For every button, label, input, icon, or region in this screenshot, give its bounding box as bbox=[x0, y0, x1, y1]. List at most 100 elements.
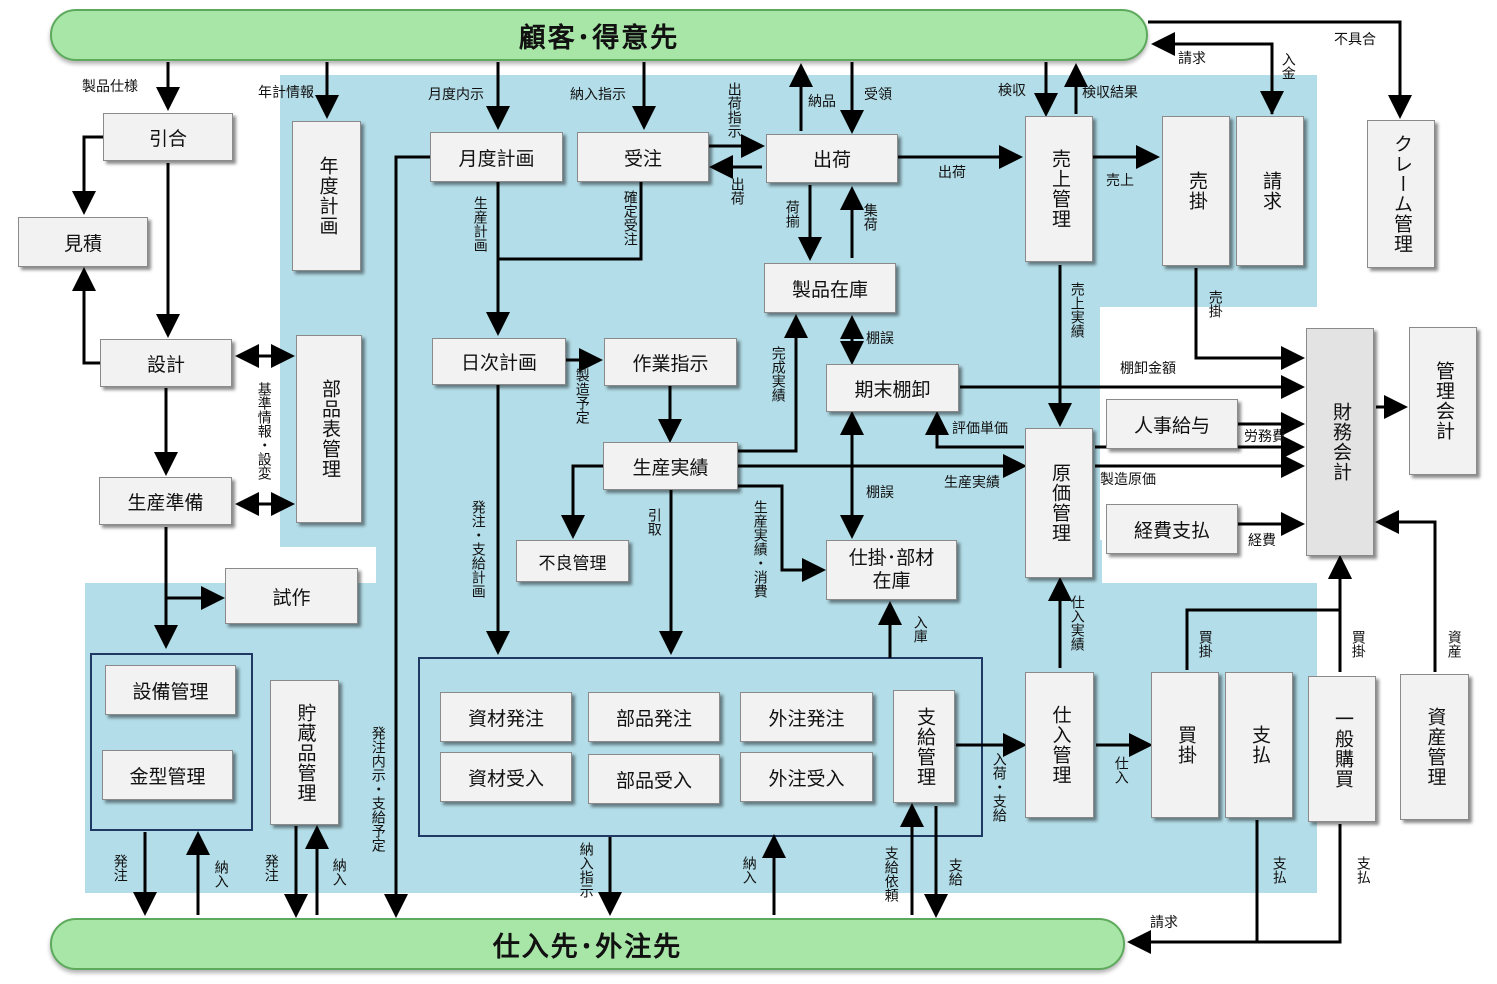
label-production-results: 生産実績 bbox=[944, 475, 1000, 491]
label-payment-in: 入金 bbox=[1279, 52, 1296, 80]
label-inspection-result: 検収結果 bbox=[1082, 85, 1138, 101]
arrow-design-to-estimate bbox=[72, 267, 100, 365]
accounts-receivable-node: 売掛 bbox=[1162, 116, 1230, 266]
parts-order-node: 部品発注 bbox=[588, 692, 720, 742]
bom-mgmt-node: 部品表管理 bbox=[296, 335, 362, 523]
label-assets: 資産 bbox=[1445, 630, 1462, 658]
arrow-defect bbox=[1148, 20, 1412, 119]
label-shipping-instruction: 出荷指示 bbox=[725, 82, 742, 138]
label-monthly-forecast: 月度内示 bbox=[428, 87, 484, 103]
cost-mgmt-node: 原価管理 bbox=[1025, 428, 1093, 578]
asset-mgmt-node: 資産管理 bbox=[1400, 674, 1469, 820]
label-product-spec: 製品仕様 bbox=[82, 79, 138, 95]
label-stock-diff-lower: 棚誤 bbox=[866, 485, 894, 501]
expense-payment-node: 経費支払 bbox=[1106, 504, 1238, 554]
label-results-consumption: 生産実績・消費 bbox=[751, 500, 768, 598]
label-production-schedule: 製造予定 bbox=[573, 368, 590, 424]
shipping-node: 出荷 bbox=[766, 134, 898, 183]
label-order-forecast-supply: 発注内示・支給予定 bbox=[369, 726, 386, 852]
label-delivery-instruction-top: 納入指示 bbox=[570, 87, 626, 103]
label-stock-diff-upper: 棚誤 bbox=[866, 331, 894, 347]
general-purchasing-node: 一般購買 bbox=[1308, 676, 1376, 822]
supplier-banner: 仕入先･外注先 bbox=[50, 918, 1125, 970]
label-withdrawal: 引取 bbox=[645, 508, 662, 536]
label-order-equipment: 発注 bbox=[111, 854, 128, 882]
label-supply: 支給 bbox=[946, 858, 963, 886]
label-labor-cost: 労務費 bbox=[1244, 429, 1286, 445]
label-delivery-equipment: 納入 bbox=[212, 860, 229, 888]
arrow-results-to-defect bbox=[561, 464, 603, 539]
arrow-confirmed-order bbox=[498, 182, 643, 261]
arrow-results-consumption bbox=[738, 484, 826, 582]
management-accounting-node: 管理会計 bbox=[1409, 327, 1477, 475]
label-supply-request: 支給依頼 bbox=[882, 846, 899, 902]
sales-mgmt-node: 売上管理 bbox=[1025, 116, 1093, 262]
label-sales-results: 売上実績 bbox=[1068, 282, 1085, 338]
annual-plan-node: 年度計画 bbox=[292, 121, 361, 271]
defect-mgmt-node: 不良管理 bbox=[516, 540, 629, 582]
design-node: 設計 bbox=[100, 339, 232, 387]
customer-banner: 顧客･得意先 bbox=[50, 9, 1148, 61]
label-delivery-stock: 納入 bbox=[330, 858, 347, 886]
accounts-payable-node: 買掛 bbox=[1151, 672, 1219, 818]
label-invoice-top: 請求 bbox=[1178, 51, 1206, 67]
product-inventory-node: 製品在庫 bbox=[764, 263, 896, 313]
purchase-mgmt-node: 仕入管理 bbox=[1025, 672, 1094, 818]
label-valuation-unit-price: 評価単価 bbox=[952, 421, 1008, 437]
label-payable-ap: 買掛 bbox=[1196, 630, 1213, 658]
wip-parts-inventory-node: 仕掛･部材 在庫 bbox=[826, 540, 957, 600]
label-payable-gp: 買掛 bbox=[1349, 630, 1366, 658]
label-production-plan: 生産計画 bbox=[471, 196, 488, 252]
billing-node: 請求 bbox=[1236, 116, 1304, 266]
arrow-valuation-price bbox=[925, 411, 1024, 449]
period-end-stocktake-node: 期末棚卸 bbox=[826, 364, 959, 412]
order-received-node: 受注 bbox=[577, 132, 709, 182]
label-inspection: 検収 bbox=[998, 83, 1026, 99]
label-order-stock: 発注 bbox=[262, 854, 279, 882]
label-standard-info: 基準情報・設変 bbox=[255, 382, 272, 480]
arrow-invoice-to-customer bbox=[1151, 32, 1274, 114]
label-manufacturing-cost: 製造原価 bbox=[1100, 472, 1156, 488]
label-expenses: 経費 bbox=[1248, 533, 1276, 549]
label-pay-gp: 支払 bbox=[1354, 856, 1371, 884]
label-delivery-instruction-bottom: 納入指示 bbox=[577, 842, 594, 898]
daily-plan-node: 日次計画 bbox=[432, 338, 566, 385]
claim-mgmt-node: クレーム管理 bbox=[1367, 120, 1435, 268]
label-delivered-goods: 納品 bbox=[808, 94, 836, 110]
arrow-receivable-to-finance bbox=[1194, 268, 1305, 370]
label-sales: 売上 bbox=[1106, 173, 1134, 189]
label-warehousing: 入庫 bbox=[911, 615, 928, 643]
label-delivery-bottom: 納入 bbox=[740, 856, 757, 884]
label-annual-info: 年計情報 bbox=[258, 85, 314, 101]
label-confirmed-order: 確定受注 bbox=[621, 190, 638, 246]
material-receipt-node: 資材受入 bbox=[440, 752, 572, 802]
label-shipping-back: 出荷 bbox=[728, 177, 745, 205]
hr-payroll-node: 人事給与 bbox=[1106, 399, 1238, 449]
label-picking: 荷揃 bbox=[783, 200, 800, 228]
payment-node: 支払 bbox=[1225, 672, 1293, 818]
stock-supplies-mgmt-node: 貯蔵品管理 bbox=[270, 680, 339, 825]
work-instruction-node: 作業指示 bbox=[604, 338, 737, 386]
financial-accounting-node: 財務会計 bbox=[1306, 328, 1374, 556]
procurement-group-frame bbox=[418, 657, 983, 837]
label-order-supply-plan: 発注・支給計画 bbox=[469, 500, 486, 598]
label-purchase-results: 仕入実績 bbox=[1068, 595, 1085, 651]
label-invoice-bottom: 請求 bbox=[1150, 915, 1178, 931]
prototype-node: 試作 bbox=[225, 568, 358, 624]
arrow-monthly-plan-to-supplier bbox=[384, 155, 430, 918]
label-purchase: 仕入 bbox=[1112, 756, 1129, 784]
production-results-node: 生産実績 bbox=[603, 442, 738, 490]
inquiry-node: 引合 bbox=[103, 113, 233, 161]
outsource-order-node: 外注発注 bbox=[740, 692, 873, 742]
label-receipt-top: 受領 bbox=[864, 87, 892, 103]
material-order-node: 資材発注 bbox=[440, 692, 572, 742]
label-defect: 不具合 bbox=[1334, 32, 1376, 48]
label-pay-ap: 支払 bbox=[1270, 856, 1287, 884]
parts-receipt-node: 部品受入 bbox=[588, 754, 720, 804]
mold-mgmt-node: 金型管理 bbox=[102, 750, 233, 800]
label-collection: 集荷 bbox=[861, 203, 878, 231]
label-receivable: 売掛 bbox=[1206, 290, 1223, 318]
label-receipt-supply: 入荷・支給 bbox=[990, 752, 1007, 822]
